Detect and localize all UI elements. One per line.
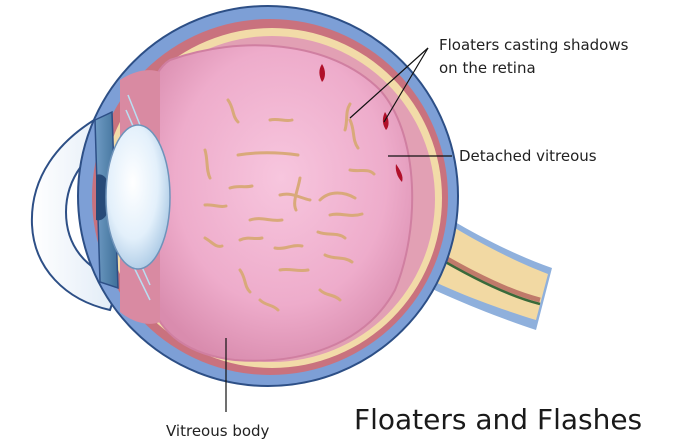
vitreous-body-label: Vitreous body	[166, 420, 269, 443]
floaters-label: Floaters casting shadows on the retina	[439, 34, 628, 80]
vitreous-body	[150, 45, 412, 360]
floaters-label-line2: on the retina	[439, 57, 628, 80]
detached-vitreous-label: Detached vitreous	[459, 145, 597, 168]
diagram-title: Floaters and Flashes	[354, 400, 642, 440]
lens	[106, 125, 170, 269]
floaters-label-line1: Floaters casting shadows	[439, 34, 628, 57]
